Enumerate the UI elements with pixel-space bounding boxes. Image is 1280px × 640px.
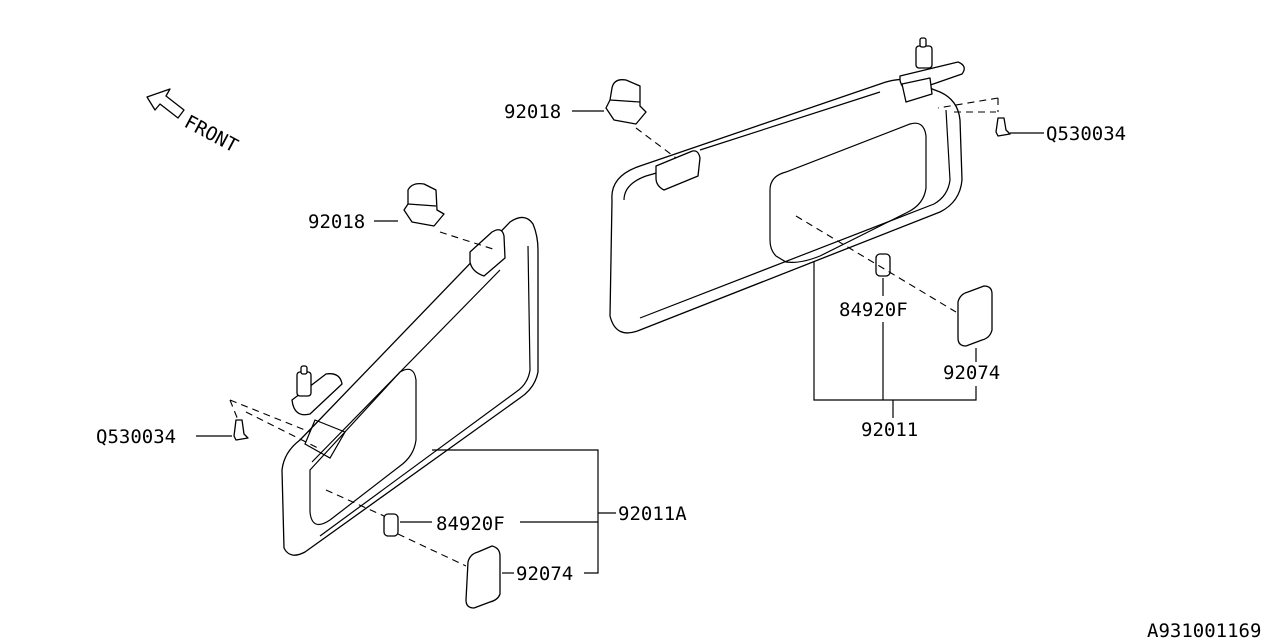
screw-right: Q530034	[937, 97, 1126, 145]
screw-right-icon	[995, 117, 1011, 137]
sun-visor-right	[609, 37, 965, 334]
callout-clip-right: 92018	[504, 101, 561, 123]
visor-right-pivot-rod	[915, 45, 933, 69]
visor-right-pivot-cap	[919, 37, 927, 48]
visor-left-mirror-panel	[309, 368, 417, 526]
bulb-left-icon	[383, 513, 399, 537]
callout-visor-left: 92011A	[618, 503, 687, 525]
visor-left-pivot-cap	[300, 365, 308, 375]
visor-left-pivot-rod	[296, 371, 312, 397]
bulb-left: 84920F	[325, 489, 505, 537]
callout-bulb-right: 84920F	[839, 299, 908, 321]
front-direction-indicator: FRONT	[146, 88, 242, 157]
callout-screw-left: Q530034	[96, 426, 176, 448]
callout-clip-left: 92018	[308, 211, 365, 233]
callout-screw-right: Q530034	[1046, 123, 1126, 145]
lens-left-icon	[465, 545, 501, 609]
callout-lens-right: 92074	[943, 362, 1000, 384]
front-label: FRONT	[181, 111, 242, 157]
visor-left-clip-slot	[469, 229, 506, 277]
clip-right-icon	[605, 79, 647, 125]
visor-right-mirror-panel	[769, 122, 927, 263]
assembly-right-leader: 92011	[813, 262, 977, 441]
clip-left: 92018	[308, 182, 497, 251]
figure-id: A931001169	[1147, 620, 1261, 640]
lens-right-icon	[957, 285, 993, 347]
lens-left: 92074	[397, 533, 573, 609]
bulb-right: 84920F	[795, 215, 957, 321]
bulb-right-icon	[875, 253, 891, 277]
visor-right-edge	[623, 91, 951, 319]
clip-right: 92018	[504, 79, 677, 159]
screw-left: Q530034	[96, 399, 319, 449]
visor-left-pivot-bracket	[291, 373, 343, 416]
callout-lens-left: 92074	[516, 563, 573, 585]
visor-right-clip-slot	[655, 150, 701, 191]
visor-left-body	[281, 216, 539, 556]
lens-right: 92074	[943, 285, 1000, 384]
visor-right-body	[609, 78, 963, 334]
front-arrow-icon	[146, 88, 185, 119]
callout-visor-right: 92011	[861, 419, 918, 441]
assembly-left-leader: 92011A	[432, 449, 687, 574]
sun-visor-left	[281, 216, 539, 556]
callout-bulb-left: 84920F	[436, 513, 505, 535]
screw-left-icon	[233, 419, 249, 441]
visor-left-edge	[311, 245, 531, 537]
